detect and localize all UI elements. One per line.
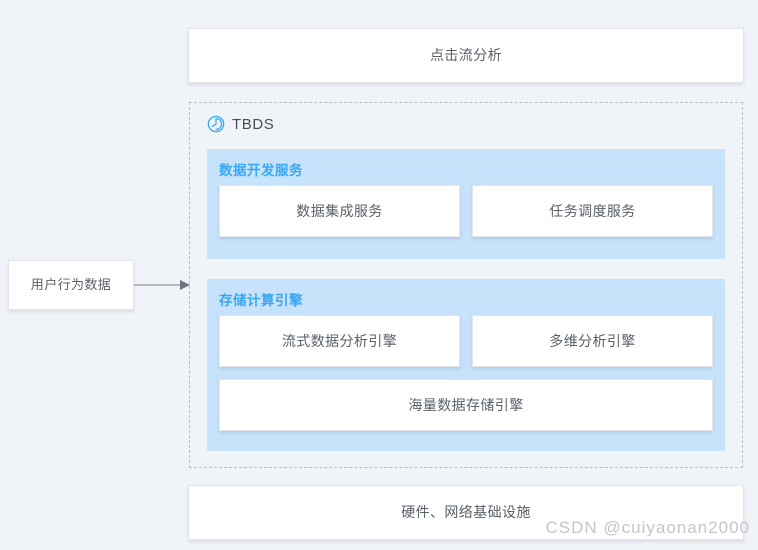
group-storage-compute-engine: 存储计算引擎 流式数据分析引擎 多维分析引擎 海量数据存储引擎 [207, 279, 725, 451]
engine-card-multidimensional-analysis[interactable]: 多维分析引擎 [472, 315, 713, 367]
group-title-data-development-service: 数据开发服务 [219, 163, 303, 178]
arrow-right-icon [134, 280, 190, 290]
group-title-storage-compute-engine: 存储计算引擎 [219, 293, 303, 308]
bottom-layer-label: 硬件、网络基础设施 [401, 504, 531, 521]
watermark: CSDN @cuiyaonan2000 [545, 518, 750, 537]
engine-label-multidimensional-analysis: 多维分析引擎 [549, 333, 636, 349]
source-node-card: 用户行为数据 [8, 260, 134, 310]
engine-card-stream-analysis[interactable]: 流式数据分析引擎 [219, 315, 460, 367]
group-items-data-development-service: 数据集成服务 任务调度服务 [219, 185, 713, 237]
service-card-data-integration[interactable]: 数据集成服务 [219, 185, 460, 237]
bottom-layer-card: 硬件、网络基础设施 [188, 485, 744, 540]
top-layer-label: 点击流分析 [430, 47, 502, 64]
source-node-label: 用户行为数据 [30, 277, 112, 293]
engine-card-massive-data-storage[interactable]: 海量数据存储引擎 [219, 379, 713, 431]
engine-label-massive-data-storage: 海量数据存储引擎 [408, 397, 524, 413]
tbds-header: TBDS [207, 115, 274, 133]
service-card-task-scheduling[interactable]: 任务调度服务 [472, 185, 713, 237]
engine-label-stream-analysis: 流式数据分析引擎 [281, 333, 398, 349]
service-label-task-scheduling: 任务调度服务 [549, 203, 636, 219]
top-layer-card: 点击流分析 [188, 28, 744, 83]
tbds-platform-container: TBDS 数据开发服务 数据集成服务 任务调度服务 存储计算引擎 流式数据分析引… [189, 102, 743, 468]
group-data-development-service: 数据开发服务 数据集成服务 任务调度服务 [207, 149, 725, 259]
tbds-logo-icon [207, 115, 225, 133]
tbds-title: TBDS [232, 115, 275, 133]
service-label-data-integration: 数据集成服务 [296, 203, 383, 219]
group-items-storage-compute-engine: 流式数据分析引擎 多维分析引擎 海量数据存储引擎 [219, 315, 713, 431]
